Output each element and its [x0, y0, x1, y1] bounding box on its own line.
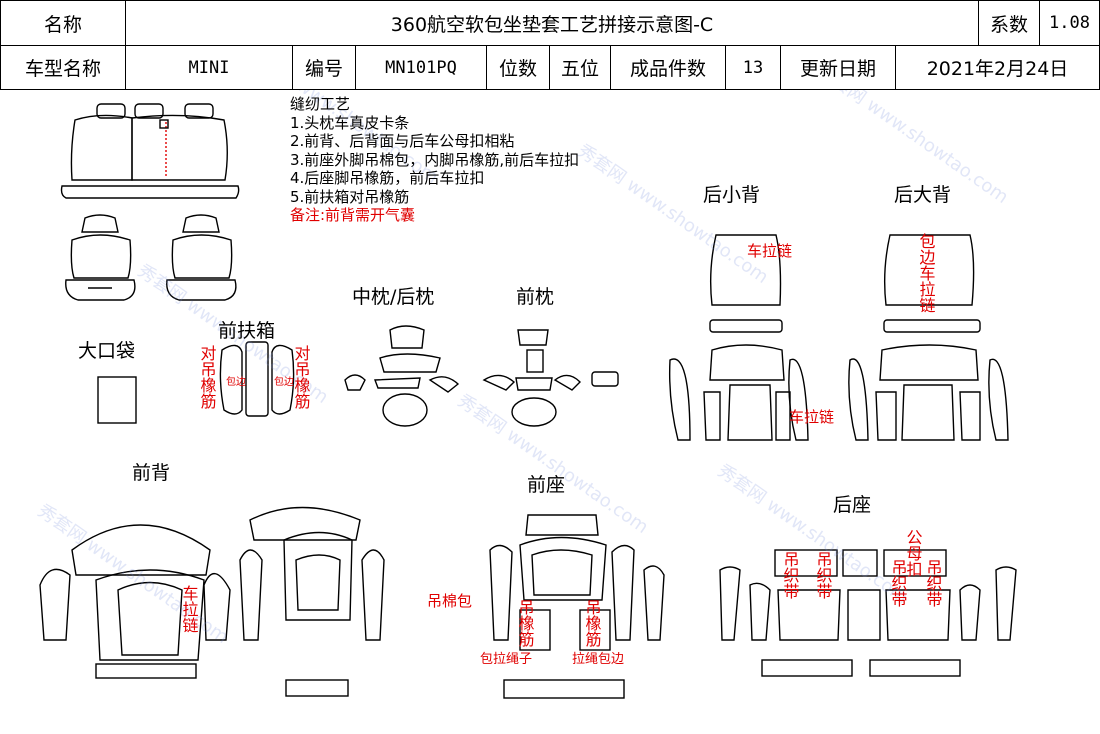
rear-bench-thumbnail: [60, 103, 240, 199]
annotation-binding-zipper: 包边车拉链: [919, 232, 936, 315]
rear-small-back-outline: [669, 234, 809, 441]
annotation-zipper: 车拉链: [747, 242, 793, 260]
front-seat-thumbnail-left: [65, 214, 136, 301]
section-front-pillow: 前枕: [516, 286, 555, 308]
section-big-pocket: 大口袋: [78, 340, 136, 362]
rear-seat-outline: [719, 549, 1017, 677]
model-label: 车型名称: [0, 45, 126, 90]
annotation-hang-strap: 吊织带: [891, 558, 908, 609]
coef-label: 系数: [978, 0, 1040, 46]
annotation-hang-strap: 吊织带: [783, 550, 800, 601]
front-seat-outline: [489, 514, 665, 699]
notes-title: 缝纫工艺: [290, 95, 351, 113]
name-label: 名称: [0, 0, 126, 46]
note-item: 4.后座脚吊橡筋，前后车拉扣: [290, 169, 485, 187]
annotation-cotton-hang: 吊棉包: [427, 592, 473, 610]
pieces-label: 成品件数: [610, 45, 726, 90]
section-front-armrest: 前扶箱: [218, 320, 276, 342]
section-front-back: 前背: [132, 462, 171, 484]
note-item: 2.前背、后背面与后车公母扣相粘: [290, 132, 515, 150]
annotation-binding: 包边: [226, 377, 246, 388]
front-seat-thumbnail-right: [166, 214, 237, 301]
section-middle-rear-pillow: 中枕/后枕: [352, 286, 435, 308]
annotation-binding: 包边: [274, 377, 294, 388]
seats-value: 五位: [549, 45, 611, 90]
annotation-opposite-elastic: 对吊橡筋: [200, 344, 217, 411]
annotation-elastic-hang: 吊橡筋: [585, 598, 602, 649]
section-rear-small-back: 后小背: [703, 184, 761, 206]
middle-rear-pillow-outline: [344, 325, 460, 427]
annotation-male-female-buckle: 公母扣: [906, 528, 923, 579]
annotation-zipper: 车拉链: [789, 408, 835, 426]
annotation-zipper-vertical: 车拉链: [182, 584, 199, 635]
note-item: 1.头枕车真皮卡条: [290, 113, 410, 132]
seats-label: 位数: [486, 45, 550, 90]
rear-big-back-outline: [848, 234, 1009, 441]
date-value: 2021年2月24日: [895, 45, 1100, 90]
sewing-notes: 缝纫工艺 1.头枕车真皮卡条 2.前背、后背面与后车公母扣相粘 3.前座外脚吊棉…: [290, 95, 579, 225]
big-pocket-outline: [97, 376, 137, 424]
note-item: 5.前扶箱对吊橡筋: [290, 187, 410, 206]
annotation-hang-strap: 吊织带: [926, 558, 943, 609]
note-item: 3.前座外脚吊棉包，内脚吊橡筋,前后车拉扣: [290, 150, 580, 169]
annotation-pull-rope-binding: 拉绳包边: [572, 652, 625, 667]
date-label: 更新日期: [780, 45, 896, 90]
code-label: 编号: [292, 45, 356, 90]
section-front-seat: 前座: [527, 474, 566, 496]
annotation-binding-rope: 包拉绳子: [480, 652, 533, 667]
front-pillow-outline: [482, 329, 619, 427]
page-title: 360航空软包坐垫套工艺拼接示意图-C: [125, 0, 979, 46]
front-armrest-outline: [219, 341, 295, 417]
section-rear-seat: 后座: [833, 494, 872, 516]
notes-remark: 备注:前背需开气囊: [290, 206, 416, 224]
model-value: MINI: [125, 45, 293, 90]
annotation-elastic-hang: 吊橡筋: [518, 598, 535, 649]
annotation-hang-strap: 吊织带: [816, 550, 833, 601]
front-back-outline: [39, 506, 385, 697]
annotation-opposite-elastic: 对吊橡筋: [294, 344, 311, 411]
section-rear-big-back: 后大背: [894, 184, 952, 206]
pieces-value: 13: [725, 45, 781, 90]
code-value: MN101PQ: [355, 45, 487, 90]
coef-value: 1.08: [1039, 0, 1100, 46]
